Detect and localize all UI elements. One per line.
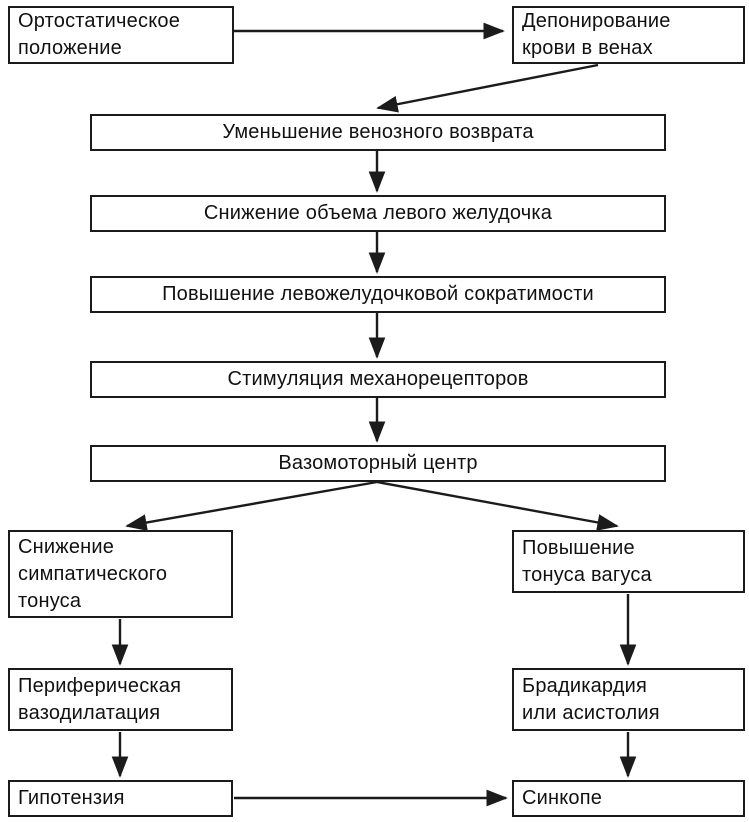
node-blood-pooling-veins: Депонирование крови в венах — [512, 6, 745, 64]
node-vasomotor-center: Вазомоторный центр — [90, 445, 666, 482]
node-decreased-lv-volume: Снижение объема левого желудочка — [90, 195, 666, 232]
node-hypotension: Гипотензия — [8, 780, 233, 817]
node-orthostatic-position: Ортостатическое положение — [8, 6, 234, 64]
node-decreased-sympathetic-tone: Снижение симпатического тонуса — [8, 530, 233, 618]
arrow-vasomotor-to-vagal — [376, 480, 619, 531]
arrow-vasomotor-to-sympathetic — [125, 480, 378, 531]
node-decreased-venous-return: Уменьшение венозного возврата — [90, 114, 666, 151]
node-mechanoreceptor-stimulation: Стимуляция механорецепторов — [90, 361, 666, 398]
node-increased-vagal-tone: Повышение тонуса вагуса — [512, 530, 745, 593]
node-peripheral-vasodilation: Периферическая вазодилатация — [8, 668, 233, 731]
arrow-pooling-to-venous-return — [376, 63, 599, 113]
node-bradycardia-asystole: Брадикардия или асистолия — [512, 668, 745, 731]
node-increased-lv-contractility: Повышение левожелудочковой сократимости — [90, 276, 666, 313]
node-syncope: Синкопе — [512, 780, 745, 817]
